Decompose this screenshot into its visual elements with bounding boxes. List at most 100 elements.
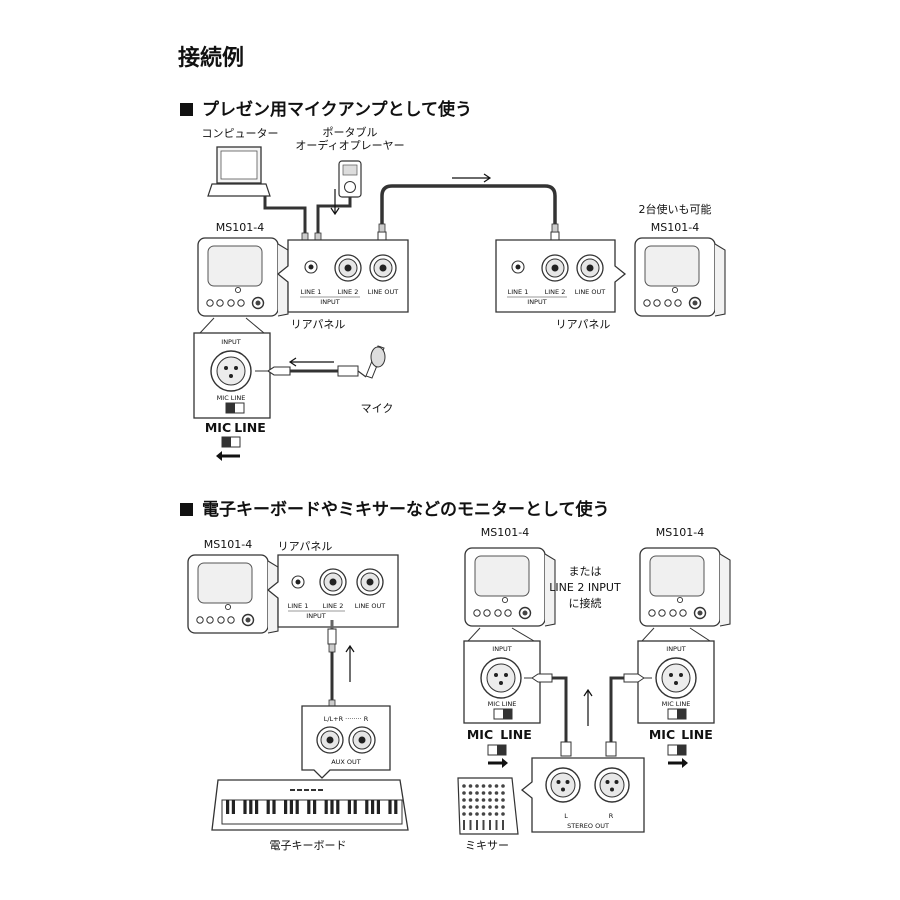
- label-keyboard: 電子キーボード: [270, 839, 347, 852]
- mixer-knob: [501, 791, 505, 795]
- panel-input: INPUT: [306, 612, 325, 620]
- rear-panel-label-left: リアパネル: [291, 318, 346, 331]
- switch-line-left: [487, 744, 507, 756]
- cable-computer: [263, 196, 307, 234]
- panel-line-out: LINE OUT: [575, 288, 605, 296]
- mixer-knob: [462, 791, 466, 795]
- rear-panel-right: LINE 1 LINE 2 LINE OUT INPUT: [495, 239, 627, 313]
- model-a: MS101-4: [204, 538, 252, 551]
- switch-label-mic: MIC: [205, 420, 231, 435]
- black-key: [371, 800, 375, 814]
- mic-connector: [337, 365, 359, 377]
- switch-label-mic-2: MIC: [467, 727, 493, 742]
- mixer-knob: [501, 812, 505, 816]
- front-input-panel: INPUT MIC LINE: [193, 317, 271, 419]
- mixer-knob: [488, 812, 492, 816]
- mixer-knob: [481, 812, 486, 816]
- black-key: [226, 800, 230, 814]
- arrow-up-mixer: [583, 688, 593, 726]
- speaker-keyboard: [187, 554, 279, 634]
- switch-label-line: LINE: [234, 420, 266, 435]
- black-key: [324, 800, 328, 814]
- stereo-out-panel: L R STEREO OUT: [520, 757, 645, 833]
- arrow-right: [452, 173, 492, 183]
- front-input-label: INPUT: [492, 645, 511, 653]
- mixer-knob: [494, 812, 499, 816]
- aux-lr-label: L/L+R ········ R: [324, 715, 369, 723]
- switch-line-right: [667, 744, 687, 756]
- cable-stereo-r: [609, 676, 624, 742]
- mixer-knob: [468, 791, 473, 795]
- arrow-up: [345, 644, 355, 682]
- aux-out-panel: L/L+R ········ R AUX OUT: [301, 705, 391, 779]
- aux-out-label: AUX OUT: [331, 758, 361, 766]
- panel-line1: LINE 1: [508, 288, 529, 296]
- front-panel-mixer-right: INPUT MIC LINE: [637, 627, 715, 724]
- two-units-note: 2台使いも可能: [639, 202, 712, 216]
- microphone: [357, 345, 386, 379]
- panel-input: INPUT: [527, 298, 546, 306]
- stereo-l-label: L: [564, 812, 568, 820]
- mixer-knob: [488, 784, 492, 788]
- mixer-fader: [482, 820, 485, 830]
- mixer-fader: [476, 820, 478, 830]
- black-key: [365, 800, 369, 814]
- mixer-knob: [494, 791, 499, 795]
- mixer-knob: [481, 784, 486, 788]
- speaker-left: [197, 237, 289, 317]
- mixer-knob: [468, 805, 473, 809]
- switch-label-line-3: LINE: [681, 727, 713, 742]
- cable-stereo-l: [552, 676, 568, 742]
- label-mixer: ミキサー: [465, 839, 509, 852]
- mixer-knob: [462, 798, 466, 802]
- portable-player: [338, 160, 362, 198]
- panel-line-out: LINE OUT: [368, 288, 398, 296]
- black-key: [289, 800, 293, 814]
- front-input-label: INPUT: [221, 338, 240, 346]
- panel-line-out: LINE OUT: [355, 602, 385, 610]
- xlr-male-l: [560, 741, 572, 757]
- black-key: [394, 800, 398, 814]
- mixer-knob: [501, 784, 505, 788]
- mixer-knob: [501, 798, 505, 802]
- switch-arrowhead: [682, 758, 688, 768]
- panel-line2: LINE 2: [323, 602, 344, 610]
- mixer-knob: [488, 791, 492, 795]
- note-line-3: に接続: [569, 596, 602, 610]
- switch-arrowhead: [502, 758, 508, 768]
- rear-panel-left: LINE 1 LINE 2 LINE OUT INPUT: [276, 239, 409, 313]
- keyboard-keys: [226, 800, 398, 814]
- stereo-r-label: R: [609, 812, 614, 820]
- switch-arrowhead: [216, 451, 222, 461]
- mixer-fader: [502, 820, 504, 830]
- mixer-knob: [475, 805, 479, 809]
- mixer-knob: [488, 798, 492, 802]
- black-key: [295, 800, 299, 814]
- black-key: [347, 800, 351, 814]
- label-computer: コンピューター: [202, 127, 279, 140]
- switch-mic: [221, 436, 241, 448]
- mixer-knob: [468, 798, 473, 802]
- note-line-2: LINE 2 INPUT: [549, 581, 621, 594]
- section-title-text: プレゼン用マイクアンプとして使う: [202, 100, 472, 120]
- black-key: [353, 800, 357, 814]
- xlr-plug-front: [255, 366, 291, 376]
- black-key: [231, 800, 235, 814]
- model-c: MS101-4: [656, 526, 704, 539]
- mixer-knob: [475, 791, 479, 795]
- switch-label-line-2: LINE: [500, 727, 532, 742]
- front-mic-line-label: MIC LINE: [488, 700, 517, 708]
- model-b: MS101-4: [481, 526, 529, 539]
- panel-line1: LINE 1: [301, 288, 322, 296]
- switch-label-mic-3: MIC: [649, 727, 675, 742]
- label-player-2: オーディオプレーヤー: [295, 138, 404, 152]
- black-key: [255, 800, 259, 814]
- section-title-presentation: プレゼン用マイクアンプとして使う: [180, 95, 472, 120]
- mixer-knob: [494, 798, 499, 802]
- front-mic-line-label: MIC LINE: [662, 700, 691, 708]
- note-line-1: または: [569, 565, 602, 578]
- xlr-plug-left: [524, 673, 553, 683]
- mixer-fader: [495, 820, 498, 830]
- mixer-knob: [481, 798, 486, 802]
- cable-line-out: [380, 184, 557, 230]
